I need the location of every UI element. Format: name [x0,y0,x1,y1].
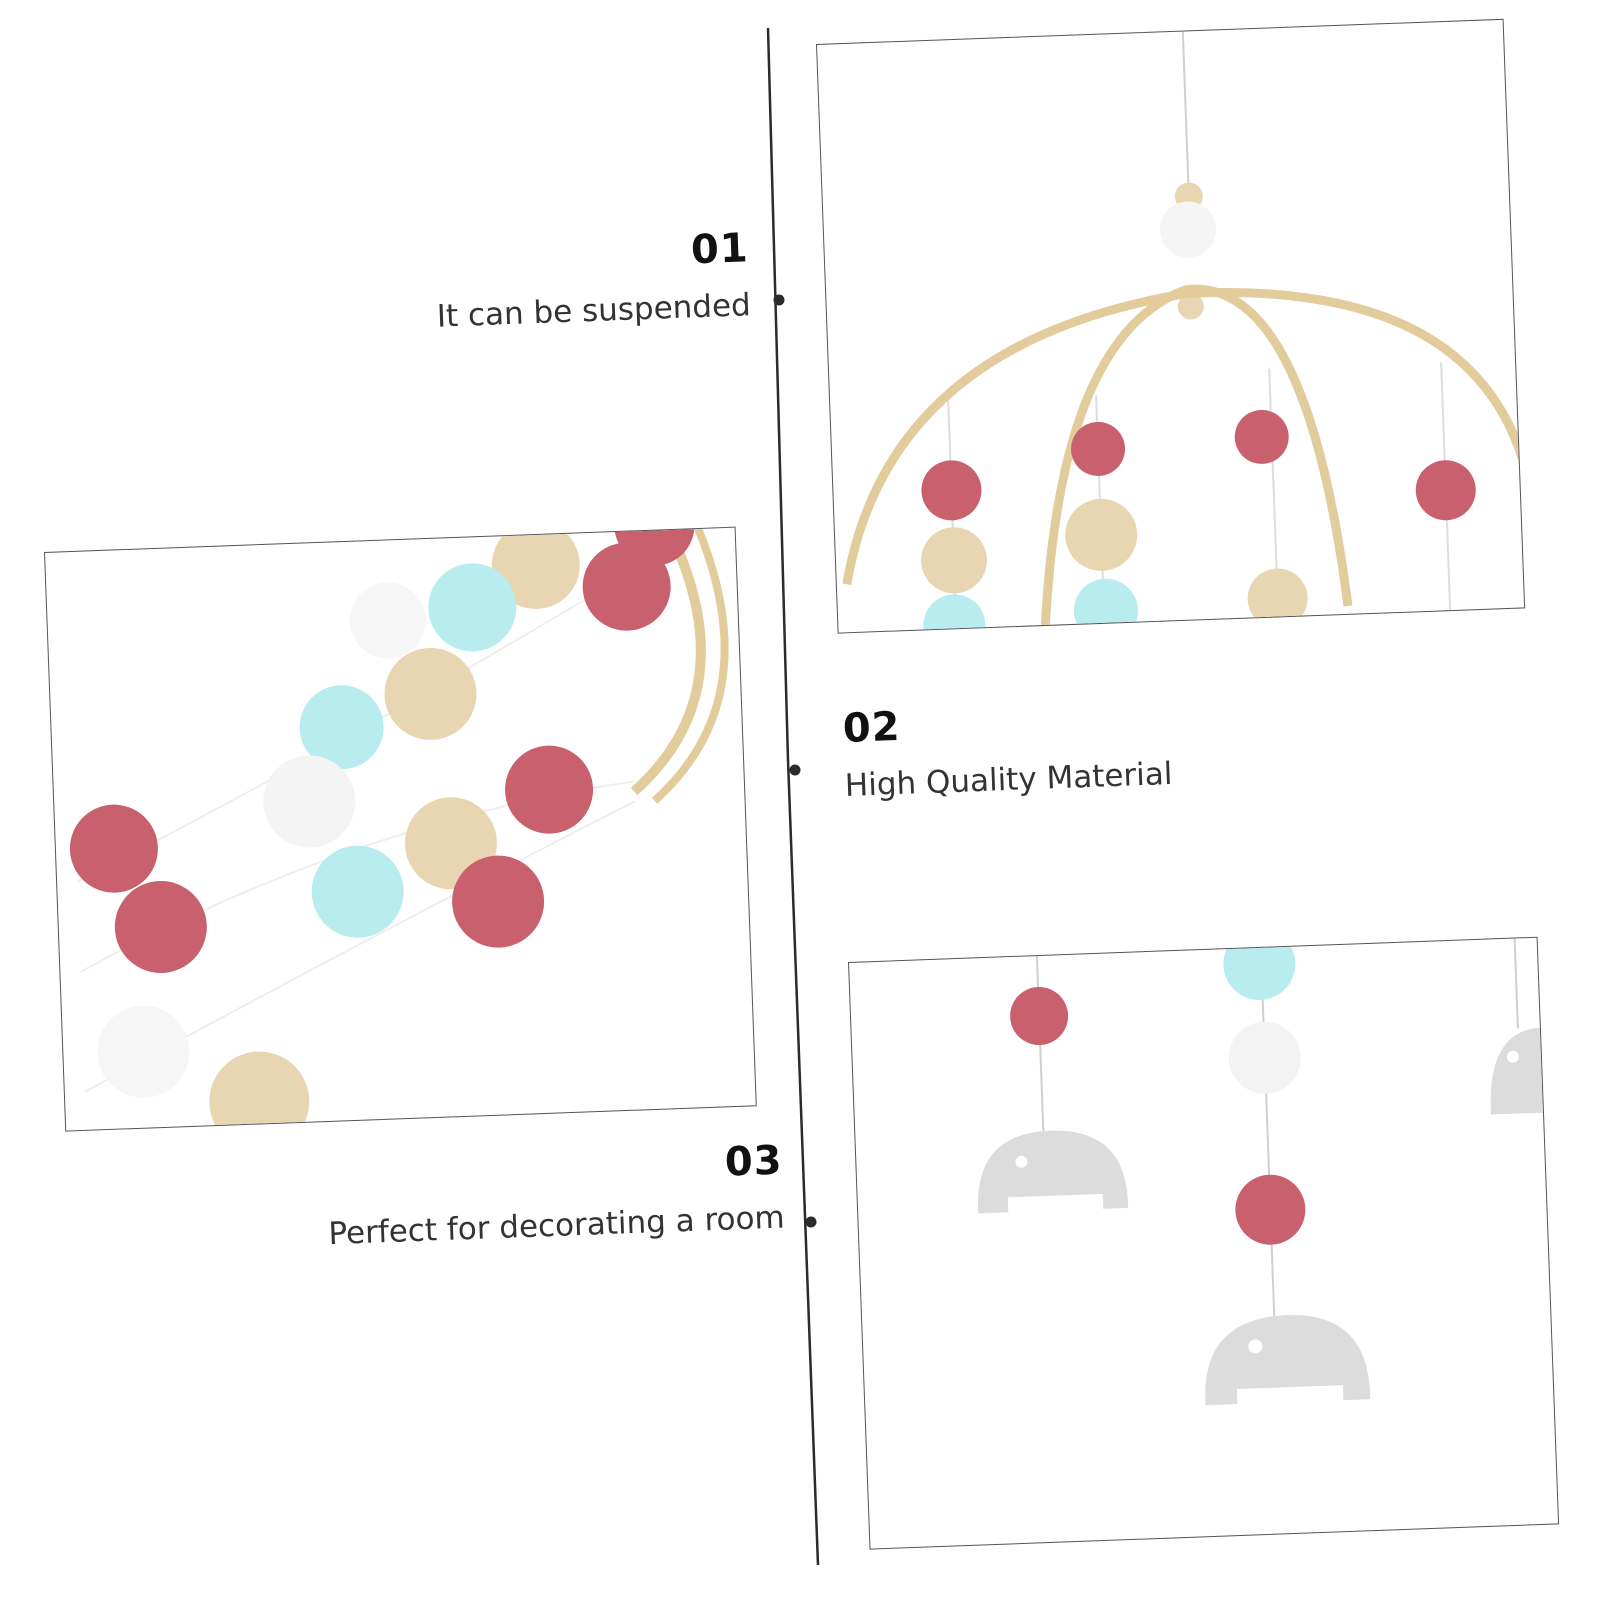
feature-03: 03 Perfect for decorating a room [278,1138,785,1254]
timeline-dot-03 [805,1216,817,1228]
elephant-illustration [978,937,1545,1406]
photo-room-decoration [848,936,1560,1550]
feature-01: 01 It can be suspended [400,225,751,336]
closeup-illustration [69,527,729,1131]
photo-suspended-mobile [816,18,1526,634]
feature-02: 02 High Quality Material [842,691,1265,804]
timeline-dot-01 [773,294,785,306]
timeline-dot-02 [789,764,801,776]
mobile-illustration [842,31,1525,633]
photo-material-closeup [44,526,757,1132]
